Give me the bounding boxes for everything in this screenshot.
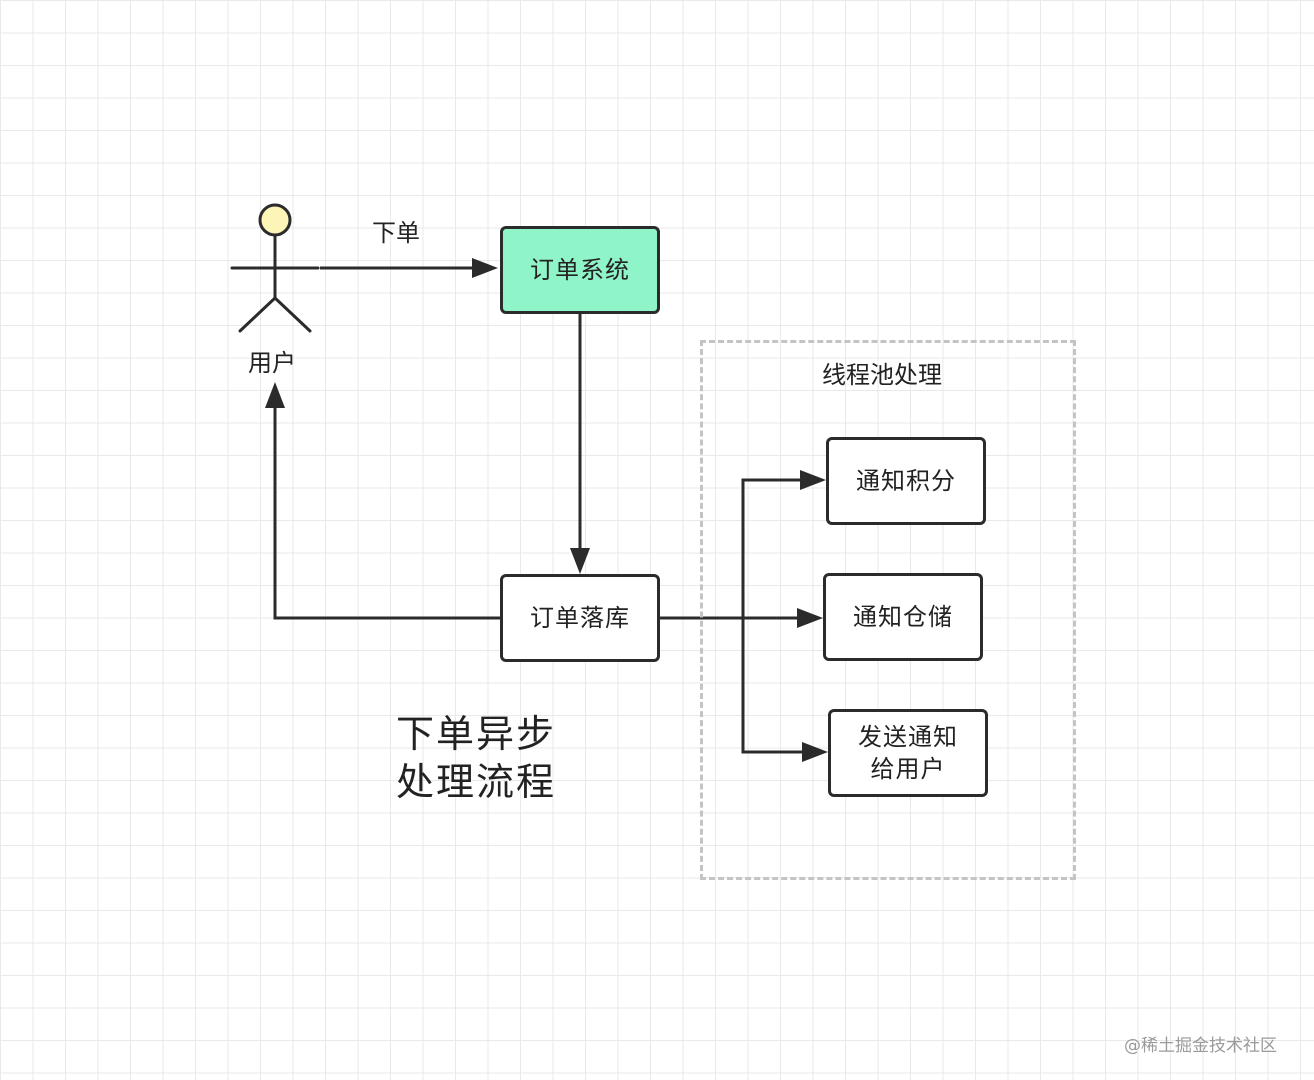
edge-user-to-order-system	[320, 258, 498, 278]
task-notify-user[interactable]: 发送通知 给用户	[828, 709, 988, 797]
arrowhead-icon	[797, 608, 823, 628]
order-persist-label: 订单落库	[530, 604, 630, 632]
watermark: @稀土掘金技术社区	[1124, 1036, 1277, 1056]
edge-persist-to-tasks	[660, 478, 807, 754]
arrowhead-icon	[472, 258, 498, 278]
arrowhead-icon	[570, 548, 590, 574]
order-persist-node[interactable]: 订单落库	[500, 574, 660, 662]
actor-icon	[230, 203, 320, 333]
task-notify-points[interactable]: 通知积分	[826, 437, 986, 525]
actor-left-leg	[238, 296, 277, 333]
edge-label-order: 下单	[372, 219, 420, 247]
task-label-line2: 给用户	[870, 755, 946, 783]
arrowhead-icon	[265, 382, 285, 408]
task-label: 通知积分	[856, 467, 956, 495]
task-label-line1: 发送通知	[858, 723, 958, 751]
caption-line2: 处理流程	[396, 760, 557, 804]
arrowhead-icon	[802, 742, 828, 762]
caption-line1: 下单异步	[396, 712, 557, 756]
edge-order-system-to-persist	[570, 313, 590, 574]
actor-right-leg	[273, 296, 312, 333]
thread-pool-title: 线程池处理	[822, 361, 942, 389]
diagram-caption: 下单异步 处理流程	[396, 710, 556, 806]
task-label: 通知仓储	[853, 603, 953, 631]
thread-pool-group	[700, 340, 1076, 880]
edge-persist-to-user	[265, 382, 500, 620]
actor-label: 用户	[248, 349, 296, 377]
task-notify-warehouse[interactable]: 通知仓储	[823, 573, 983, 661]
order-system-node[interactable]: 订单系统	[500, 226, 660, 314]
actor-head	[258, 203, 292, 237]
order-system-label: 订单系统	[530, 256, 630, 284]
arrowhead-icon	[800, 470, 826, 490]
